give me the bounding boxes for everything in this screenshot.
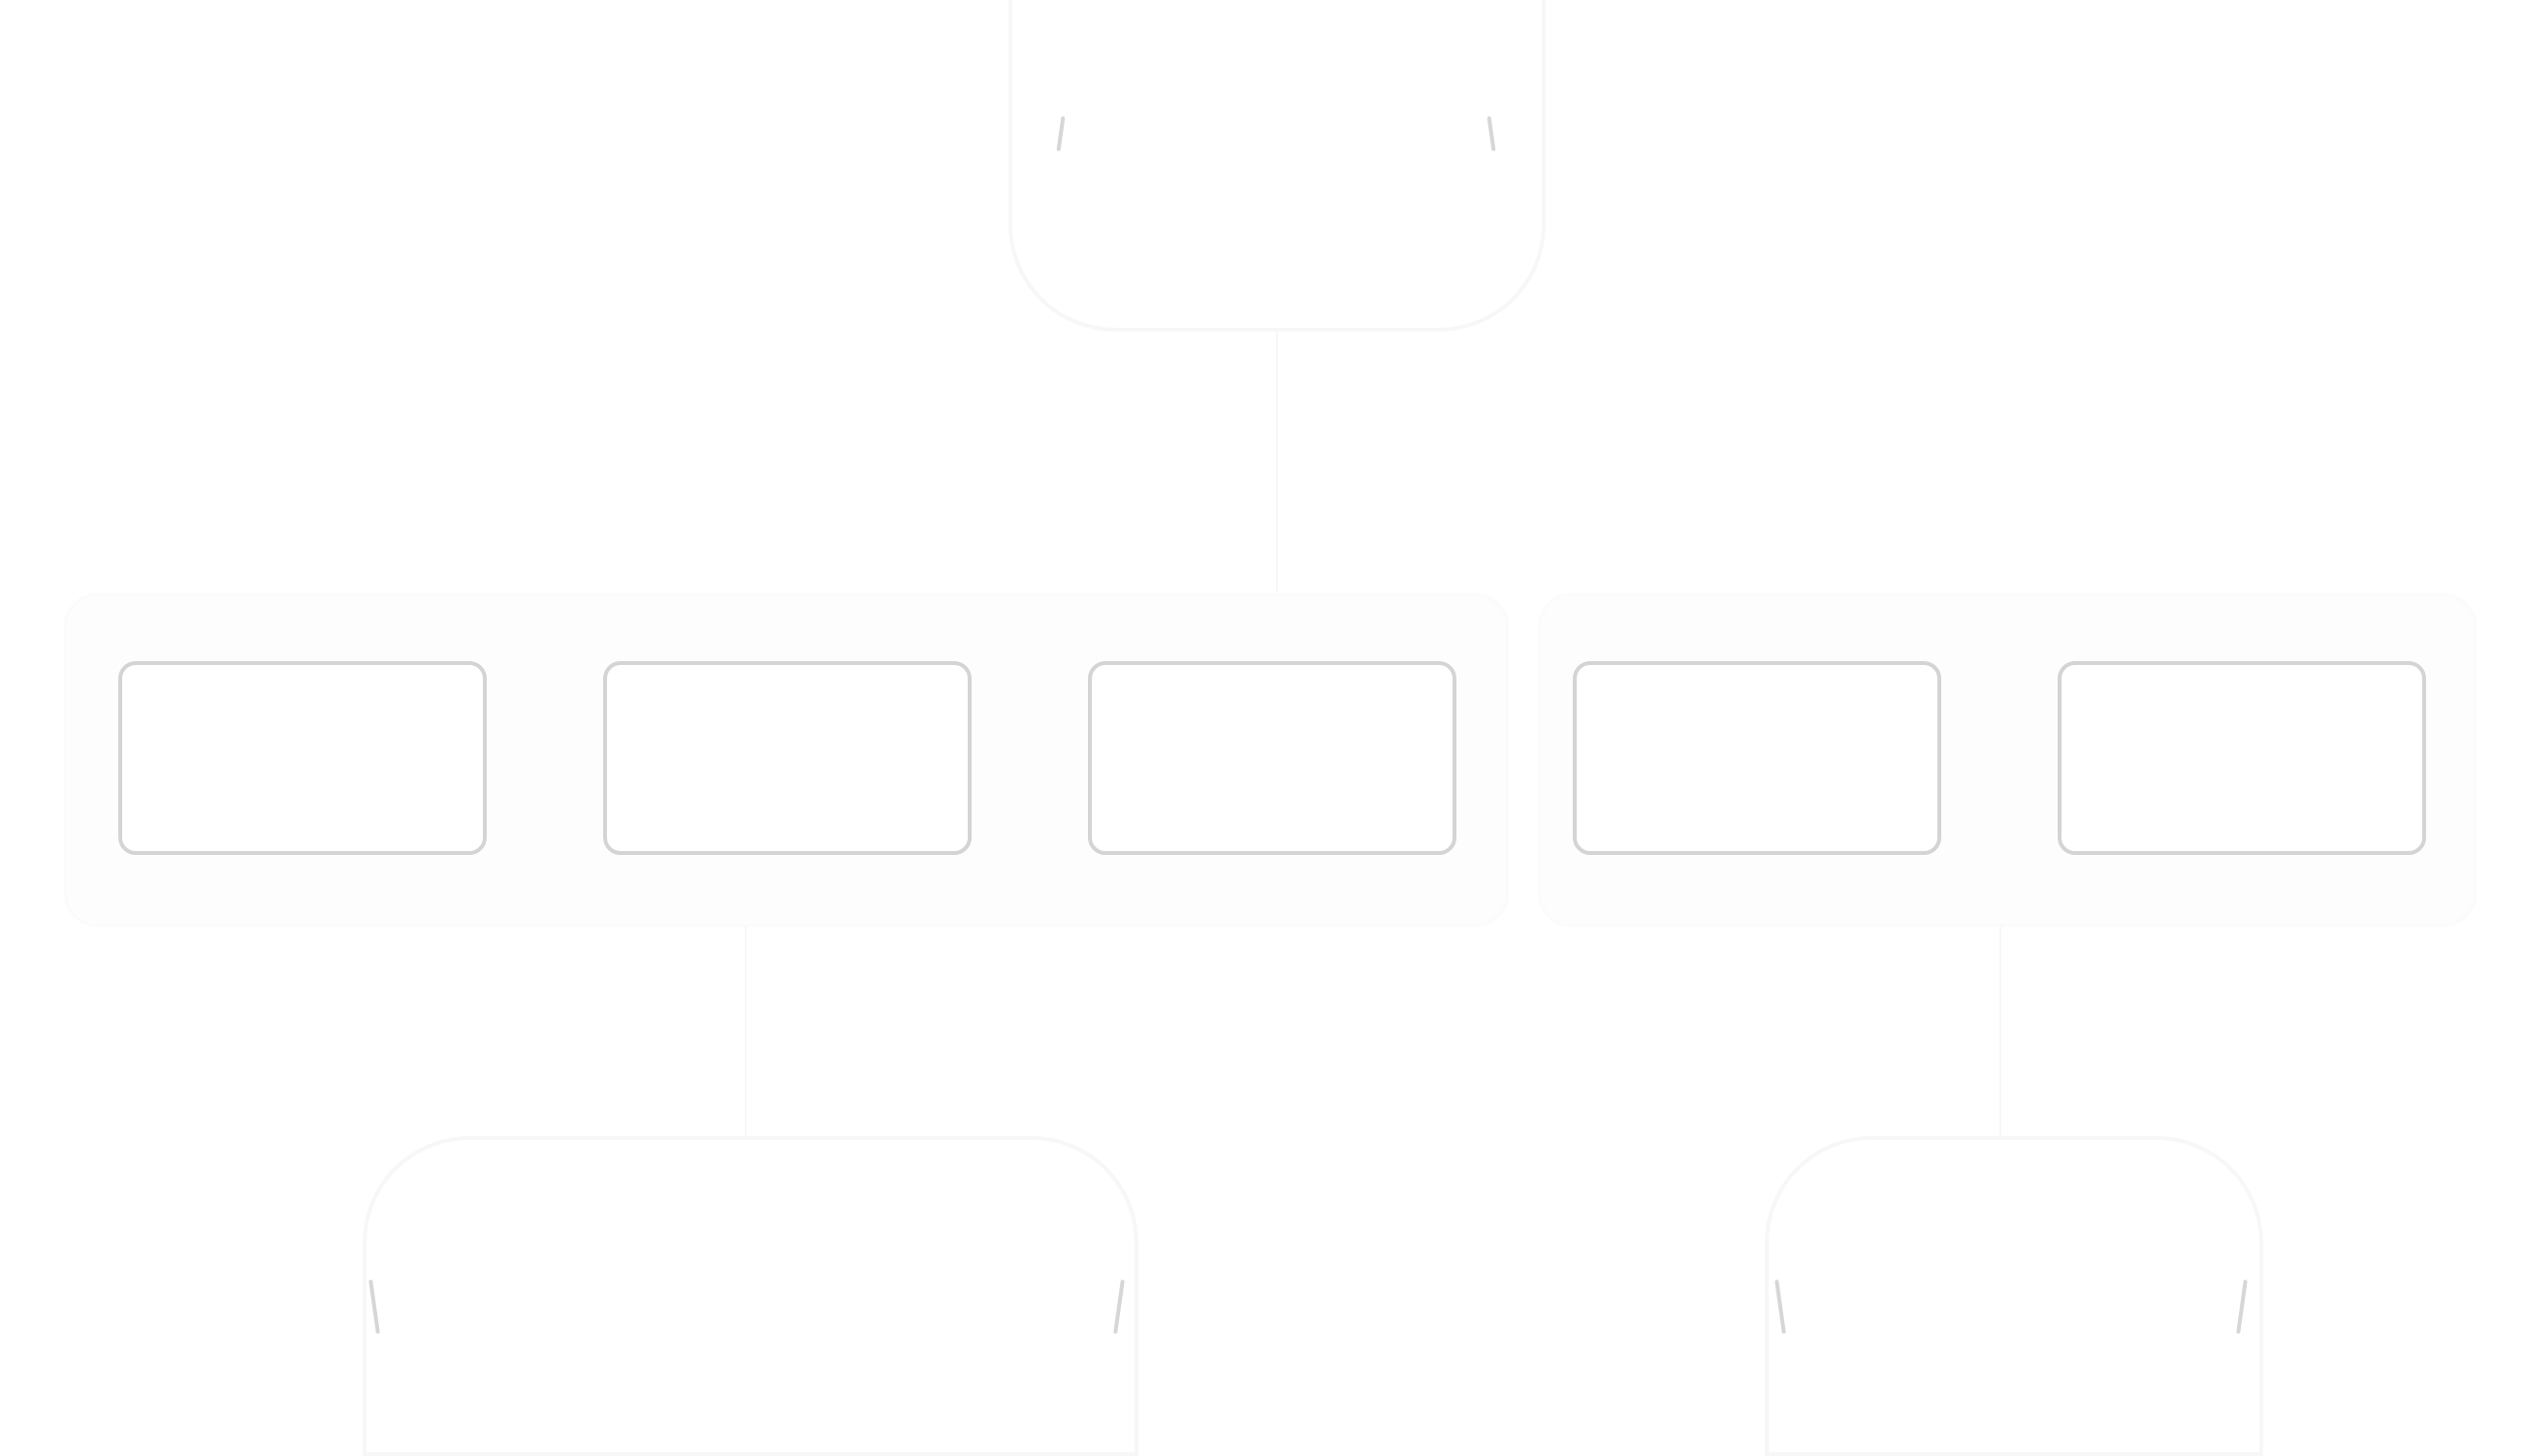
item-box-3 [1088, 661, 1456, 855]
connector-right-group-to-bottom-right [1999, 927, 2001, 1138]
item-box-4 [1573, 661, 1941, 855]
item-box-1 [118, 661, 487, 855]
connector-left-group-to-bottom-left [745, 927, 747, 1138]
bottom-right-terminal-node [1765, 1136, 2263, 1456]
connector-top-to-groups [1276, 330, 1278, 591]
flow-diagram [64, 0, 2477, 1456]
item-box-5 [2058, 661, 2426, 855]
top-terminal-node [1008, 0, 1546, 332]
item-box-2 [603, 661, 972, 855]
bottom-left-terminal-node [363, 1136, 1138, 1456]
